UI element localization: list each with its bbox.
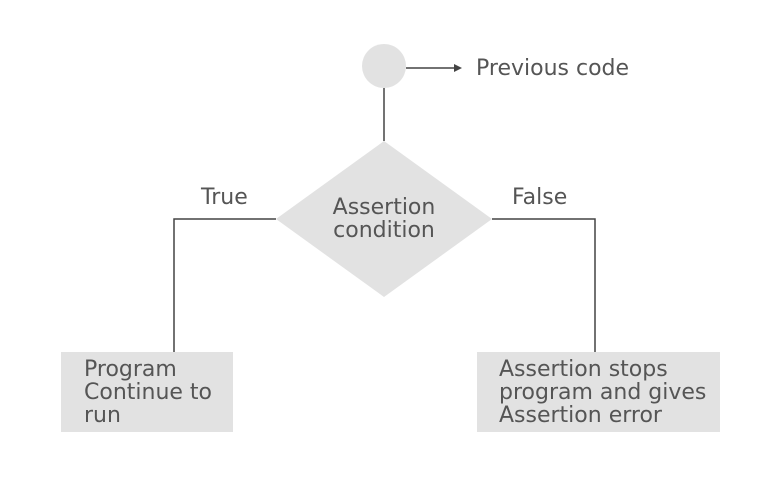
false-label: False [512,185,568,210]
true-outcome-text: Program Continue to run [84,358,212,427]
previous-code-label: Previous code [476,56,630,81]
previous-code-arrowhead [454,64,462,72]
true-label: True [201,185,248,210]
false-outcome-line3: Assertion error [499,403,662,428]
false-outcome-line2: program and gives [499,380,707,405]
decision-text-line2: condition [333,218,435,243]
decision-text-line1: Assertion [332,195,436,220]
true-outcome-line1: Program [84,357,177,382]
false-branch-connector [492,218,596,352]
false-outcome-text: Assertion stops program and gives Assert… [499,358,706,427]
decision-text: Assertion condition [304,196,464,242]
true-branch-connector [173,218,276,352]
false-outcome-box [477,352,720,432]
true-outcome-line2: Continue to [84,380,213,405]
decision-diamond [276,141,492,297]
true-outcome-box [61,352,233,432]
false-outcome-line1: Assertion stops [499,357,668,382]
start-node [362,44,406,88]
true-outcome-line3: run [84,403,121,428]
